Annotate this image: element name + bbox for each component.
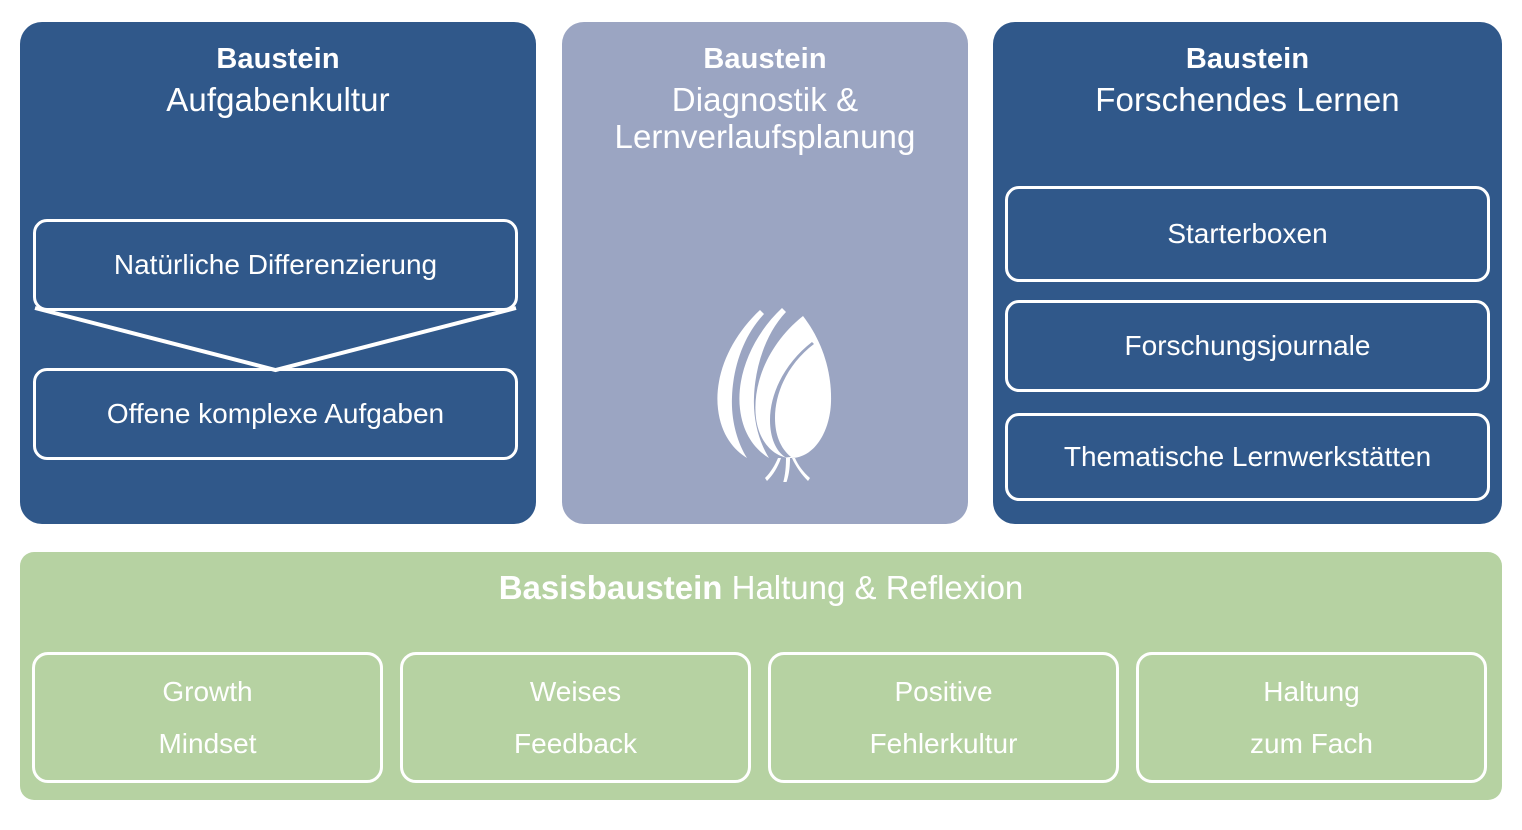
chip-label: Thematische Lernwerkstätten (1063, 441, 1432, 473)
panel-3-name: Forschendes Lernen (1095, 81, 1400, 119)
chip-label: Forschungsjournale (1124, 330, 1371, 362)
chip-label-line-1: Weises (529, 675, 622, 707)
panel-3-kicker: Baustein (1185, 43, 1310, 75)
panel-basisbaustein[interactable]: Basisbaustein Haltung & Reflexion (20, 552, 1502, 800)
chip-label: Starterboxen (1167, 218, 1328, 250)
chip-label: Natürliche Differenzierung (113, 249, 438, 281)
panel-aufgabenkultur[interactable]: Baustein Aufgabenkultur (20, 22, 536, 524)
chip-label-line-2: Feedback (514, 727, 637, 759)
chip-natuerliche-differenzierung[interactable]: Natürliche Differenzierung (33, 219, 518, 311)
chip-forschungsjournale[interactable]: Forschungsjournale (1005, 300, 1490, 392)
panel-3-title: Baustein Forschendes Lernen (993, 44, 1502, 118)
chip-label-line-2: zum Fach (1250, 727, 1373, 759)
v-connector-icon (34, 306, 517, 373)
panel-1-name: Aufgabenkultur (166, 81, 390, 119)
base-title-light: Haltung & Reflexion (722, 569, 1024, 606)
panel-2-name-line-2: Lernverlaufsplanung (614, 118, 916, 156)
chip-label-line-2: Fehlerkultur (869, 727, 1018, 759)
chip-offene-komplexe-aufgaben[interactable]: Offene komplexe Aufgaben (33, 368, 518, 460)
panel-1-title: Baustein Aufgabenkultur (20, 44, 536, 118)
panel-2-title: Baustein Diagnostik & Lernverlaufsplanun… (562, 44, 968, 155)
chip-positive-fehlerkultur[interactable]: Positive Fehlerkultur (768, 652, 1119, 783)
chip-weises-feedback[interactable]: Weises Feedback (400, 652, 751, 783)
base-panel-title: Basisbaustein Haltung & Reflexion (20, 569, 1502, 606)
chip-starterboxen[interactable]: Starterboxen (1005, 186, 1490, 282)
base-title-strong: Basisbaustein (498, 569, 723, 606)
panel-2-name-line-1: Diagnostik & (671, 81, 859, 119)
leaf-icon (717, 308, 832, 482)
chip-thematische-lernwerkstaetten[interactable]: Thematische Lernwerkstätten (1005, 413, 1490, 501)
chip-growth-mindset[interactable]: Growth Mindset (32, 652, 383, 783)
chip-label-line-1: Growth (162, 675, 253, 707)
chip-label-line-2: Mindset (158, 727, 257, 759)
chip-label: Offene komplexe Aufgaben (106, 398, 445, 430)
chip-label-line-1: Positive (894, 675, 993, 707)
chip-label-line-1: Haltung (1263, 675, 1360, 707)
panel-1-kicker: Baustein (216, 43, 340, 75)
chip-haltung-zum-fach[interactable]: Haltung zum Fach (1136, 652, 1487, 783)
panel-2-kicker: Baustein (703, 43, 827, 75)
panel-forschendes-lernen[interactable]: Baustein Forschendes Lernen (993, 22, 1502, 524)
